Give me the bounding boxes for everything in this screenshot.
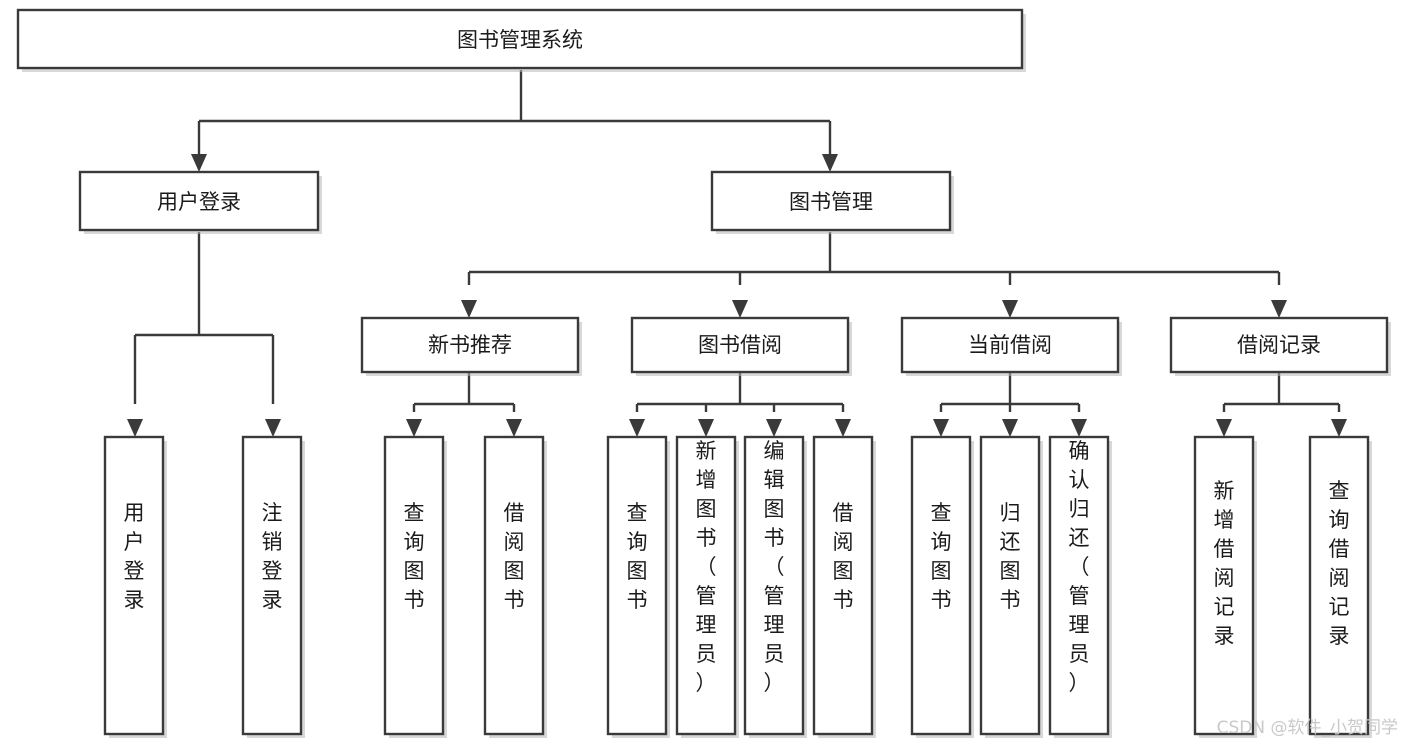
node-leaf-logout-login[interactable]: 注销登录 bbox=[241, 435, 305, 738]
arrow-to-leaf-query-book-3 bbox=[933, 419, 949, 437]
node-new-book-recommend[interactable]: 新书推荐 bbox=[360, 316, 582, 376]
node-leaf-edit-book-box[interactable] bbox=[743, 435, 805, 736]
arrow-to-leaf-return-book bbox=[1002, 419, 1018, 437]
node-leaf-query-record[interactable]: 查询借阅记录 bbox=[1308, 435, 1372, 738]
watermark-label: CSDN @软件_小贺同学 bbox=[1217, 718, 1398, 738]
node-leaf-add-record-label: 新增借阅记录 bbox=[1214, 479, 1235, 648]
arrow-to-new-book-recommend bbox=[461, 300, 477, 318]
node-leaf-borrow-book-2-label: 借阅图书 bbox=[833, 501, 854, 612]
node-book-manage-box[interactable] bbox=[710, 170, 952, 232]
node-user-login-label: 用户登录 bbox=[157, 190, 241, 214]
node-borrow-record[interactable]: 借阅记录 bbox=[1169, 316, 1391, 376]
node-book-borrow-box[interactable] bbox=[630, 316, 850, 374]
arrow-to-leaf-user-login bbox=[127, 419, 143, 437]
arrow-to-leaf-borrow-book-1 bbox=[506, 419, 522, 437]
node-book-borrow-label: 图书借阅 bbox=[698, 333, 782, 357]
node-leaf-query-book-3-label: 查询图书 bbox=[931, 501, 952, 612]
node-root[interactable]: 图书管理系统 bbox=[16, 8, 1026, 72]
node-leaf-confirm-return-label: 确认归还（管理员） bbox=[1069, 439, 1090, 695]
node-root-label: 图书管理系统 bbox=[457, 28, 583, 52]
node-leaf-borrow-book-2[interactable]: 借阅图书 bbox=[812, 435, 876, 738]
node-leaf-add-record-box[interactable] bbox=[1193, 435, 1255, 736]
node-root-box[interactable] bbox=[16, 8, 1024, 70]
node-leaf-add-book-box[interactable] bbox=[675, 435, 737, 736]
node-leaf-query-record-label: 查询借阅记录 bbox=[1329, 479, 1350, 648]
node-leaf-return-book[interactable]: 归还图书 bbox=[979, 435, 1043, 738]
node-leaf-query-record-box[interactable] bbox=[1308, 435, 1370, 736]
node-leaf-confirm-return-box[interactable] bbox=[1048, 435, 1110, 736]
node-leaf-add-record[interactable]: 新增借阅记录 bbox=[1193, 435, 1257, 738]
node-borrow-record-label: 借阅记录 bbox=[1237, 333, 1321, 357]
arrow-to-user-login bbox=[191, 154, 207, 172]
node-leaf-query-book-3-box[interactable] bbox=[910, 435, 972, 736]
connector-layer bbox=[127, 70, 1347, 437]
node-leaf-query-book-1-box[interactable] bbox=[383, 435, 445, 736]
node-leaf-user-login-box[interactable] bbox=[103, 435, 165, 736]
arrow-to-leaf-add-book bbox=[698, 419, 714, 437]
node-new-book-recommend-label: 新书推荐 bbox=[428, 333, 512, 357]
node-leaf-confirm-return[interactable]: 确认归还（管理员） bbox=[1048, 435, 1112, 738]
node-leaf-return-book-label: 归还图书 bbox=[1000, 501, 1021, 612]
arrow-to-book-manage bbox=[822, 154, 838, 172]
arrow-to-book-borrow bbox=[732, 300, 748, 318]
arrow-to-leaf-query-book-1 bbox=[406, 419, 422, 437]
node-current-borrow-box[interactable] bbox=[900, 316, 1120, 374]
arrow-to-leaf-edit-book bbox=[766, 419, 782, 437]
arrow-to-borrow-record bbox=[1271, 300, 1287, 318]
node-leaf-edit-book-label: 编辑图书（管理员） bbox=[764, 439, 785, 695]
node-leaf-borrow-book-1-box[interactable] bbox=[483, 435, 545, 736]
node-book-borrow[interactable]: 图书借阅 bbox=[630, 316, 852, 376]
node-leaf-logout-login-box[interactable] bbox=[241, 435, 303, 736]
node-leaf-borrow-book-2-box[interactable] bbox=[812, 435, 874, 736]
arrow-to-current-borrow bbox=[1002, 300, 1018, 318]
arrow-to-leaf-query-record bbox=[1331, 419, 1347, 437]
node-leaf-add-book-label: 新增图书（管理员） bbox=[696, 439, 717, 695]
arrow-to-leaf-logout-login bbox=[265, 419, 281, 437]
node-leaf-user-login[interactable]: 用户登录 bbox=[103, 435, 167, 738]
arrow-to-leaf-add-record bbox=[1216, 419, 1232, 437]
node-current-borrow-label: 当前借阅 bbox=[968, 333, 1052, 357]
node-leaf-query-book-2[interactable]: 查询图书 bbox=[606, 435, 670, 738]
node-leaf-return-book-box[interactable] bbox=[979, 435, 1041, 736]
node-leaf-logout-login-label: 注销登录 bbox=[262, 501, 283, 612]
node-user-login[interactable]: 用户登录 bbox=[78, 170, 322, 234]
node-leaf-query-book-1[interactable]: 查询图书 bbox=[383, 435, 447, 738]
node-leaf-query-book-2-box[interactable] bbox=[606, 435, 668, 736]
node-leaf-query-book-2-label: 查询图书 bbox=[627, 501, 648, 612]
node-book-manage-label: 图书管理 bbox=[789, 190, 873, 214]
node-current-borrow[interactable]: 当前借阅 bbox=[900, 316, 1122, 376]
node-leaf-user-login-label: 用户登录 bbox=[124, 501, 145, 612]
node-leaf-query-book-3[interactable]: 查询图书 bbox=[910, 435, 974, 738]
arrow-to-leaf-borrow-book-2 bbox=[835, 419, 851, 437]
node-book-manage[interactable]: 图书管理 bbox=[710, 170, 954, 234]
arrow-to-leaf-query-book-2 bbox=[629, 419, 645, 437]
node-leaf-edit-book[interactable]: 编辑图书（管理员） bbox=[743, 435, 807, 738]
node-new-book-recommend-box[interactable] bbox=[360, 316, 580, 374]
node-leaf-query-book-1-label: 查询图书 bbox=[404, 501, 425, 612]
node-leaf-borrow-book-1[interactable]: 借阅图书 bbox=[483, 435, 547, 738]
arrow-to-leaf-confirm-return bbox=[1071, 419, 1087, 437]
node-leaf-add-book[interactable]: 新增图书（管理员） bbox=[675, 435, 739, 738]
node-leaf-borrow-book-1-label: 借阅图书 bbox=[504, 501, 525, 612]
node-borrow-record-box[interactable] bbox=[1169, 316, 1389, 374]
node-user-login-box[interactable] bbox=[78, 170, 320, 232]
